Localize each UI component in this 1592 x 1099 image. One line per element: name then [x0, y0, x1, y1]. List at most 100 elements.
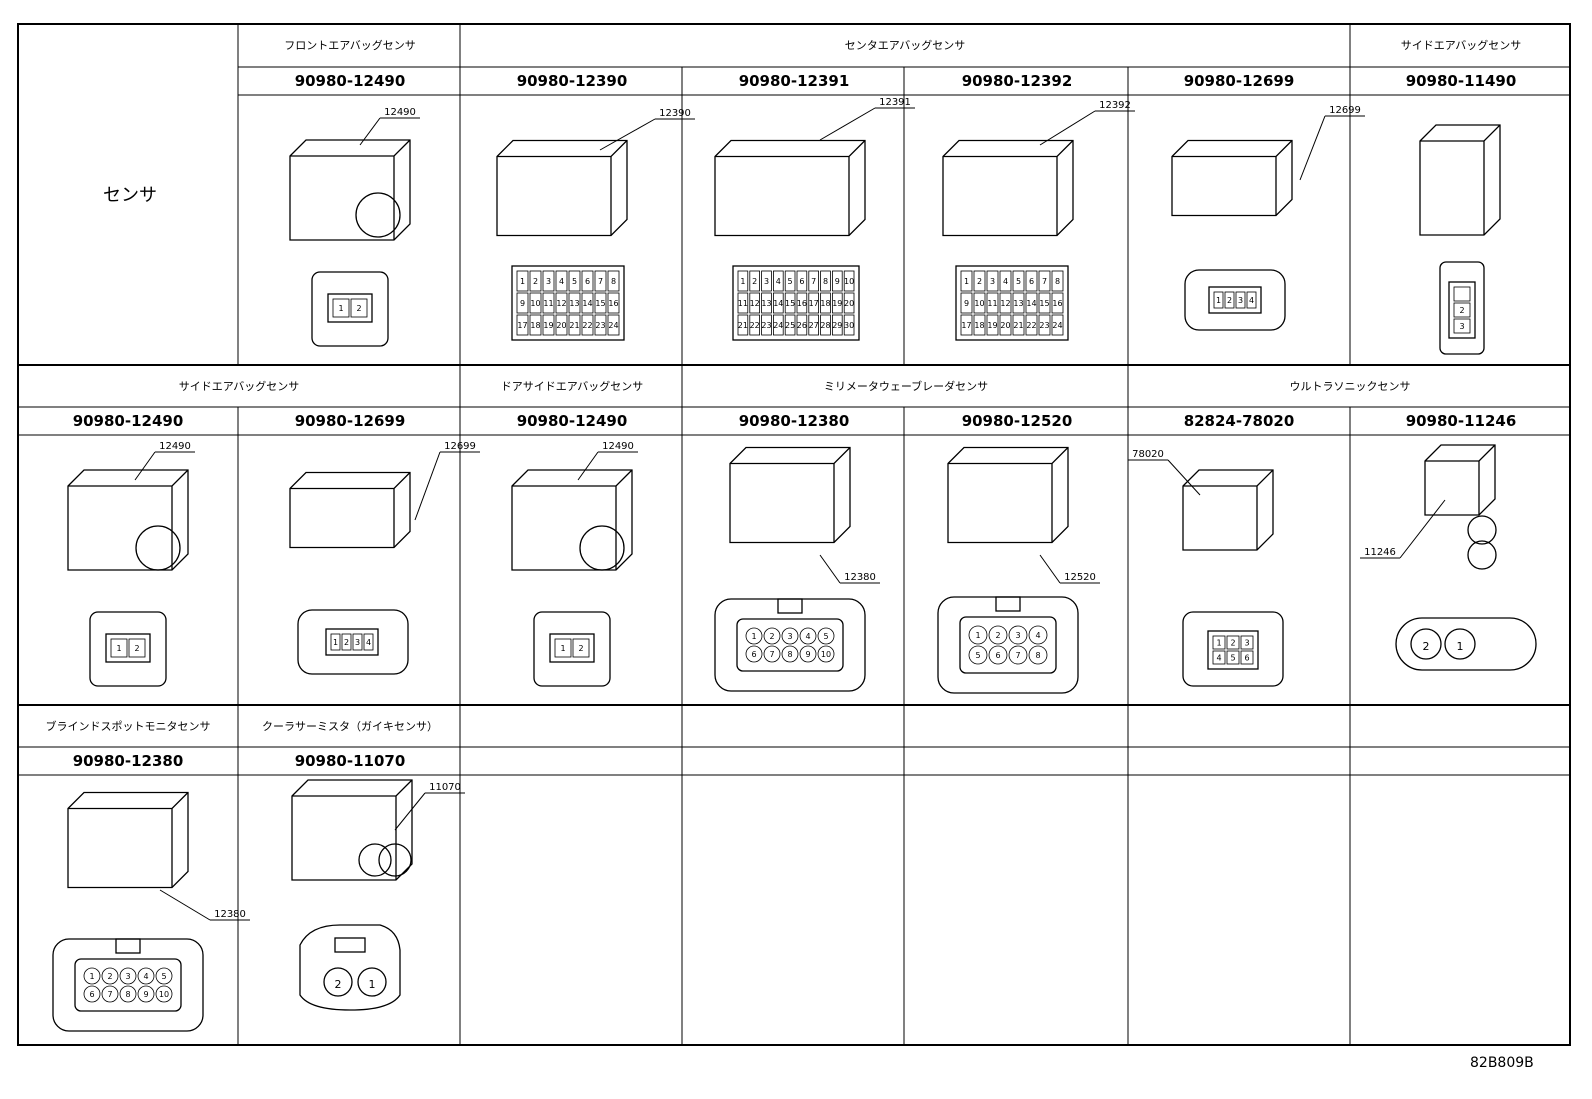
pin-cavity [781, 645, 799, 663]
callout-label: 12380 [214, 909, 246, 920]
header-cooler-thermistor: クーラサーミスタ（ガイキセンサ） [262, 720, 438, 733]
pin-number: 15 [785, 299, 795, 308]
pin-cavity [799, 645, 817, 663]
connector-bore [1467, 515, 1497, 545]
pin-number: 9 [805, 650, 810, 659]
pin-cavity [572, 638, 590, 658]
connector-body-12490-b [67, 469, 189, 571]
pin-cavity [1444, 628, 1476, 660]
pin-cavity [808, 292, 819, 314]
pin-cavity [986, 270, 999, 292]
face-housing [1182, 611, 1284, 687]
pin-number: 7 [1042, 277, 1047, 286]
pin-cavity [357, 967, 387, 997]
pin-number: 4 [1035, 631, 1040, 640]
pin-number: 5 [572, 277, 577, 286]
corner-label: センサ [103, 185, 157, 206]
callout-label: 12699 [1329, 105, 1361, 116]
pin-cavity [784, 270, 796, 292]
callout-label: 12391 [879, 97, 911, 108]
pin-number: 4 [805, 632, 810, 641]
pin-cavity [607, 270, 620, 292]
pin-cavity [784, 292, 796, 314]
pin-number: 22 [1026, 321, 1036, 330]
pin-number: 1 [89, 972, 94, 981]
pin-number: 2 [134, 644, 139, 653]
body-outline [942, 139, 1074, 237]
pin-number: 17 [961, 321, 971, 330]
pin-cavity [784, 314, 796, 336]
pin-cavity [820, 314, 831, 336]
callout-11246: 11246 [1360, 499, 1446, 559]
body-edges [943, 140, 1074, 236]
pin-number: 11 [987, 299, 997, 308]
pin-cavity [1025, 314, 1038, 336]
header-center-airbag-sensor: センタエアバッグセンサ [845, 38, 966, 52]
connector-face-outline [325, 628, 379, 656]
body-outline [1171, 139, 1293, 217]
body-edges [715, 140, 866, 236]
pin-number: 28 [820, 321, 830, 330]
pin-cavity [761, 314, 772, 336]
pin-cavity [119, 985, 137, 1003]
pin-number: 2 [344, 638, 349, 647]
connector-face-outline [1207, 630, 1259, 670]
pin-cavity [1025, 292, 1038, 314]
body-edges [1172, 140, 1293, 216]
pin-cavity [843, 270, 855, 292]
pin-cavity [763, 627, 781, 645]
pin-cavity [773, 314, 784, 336]
part-number: 90980-11246 [1406, 412, 1517, 430]
pin-number: 2 [752, 277, 757, 286]
pin-cavity [155, 967, 173, 985]
callout-12699: 12699 [1299, 105, 1365, 181]
pin-cavity [568, 314, 581, 336]
pin-cavity [1051, 314, 1064, 336]
pin-number: 6 [1244, 654, 1249, 663]
body-edges [1420, 124, 1501, 235]
callout-label: 12490 [384, 107, 416, 118]
callout-label: 12392 [1099, 100, 1131, 111]
connector-body-11070 [291, 779, 413, 881]
header-side-airbag-sensor: サイドエアバッグセンサ [1401, 38, 1522, 52]
pin-number: 16 [608, 299, 618, 308]
pin-number: 13 [761, 299, 771, 308]
pin-number: 1 [560, 644, 565, 653]
pin-cavity [737, 270, 749, 292]
pin-number: 13 [569, 299, 579, 308]
pin-cavity [594, 270, 607, 292]
pin-cavity [799, 627, 817, 645]
pin-cavity [737, 292, 749, 314]
pin-number: 12 [556, 299, 566, 308]
pin-number: 30 [844, 321, 854, 330]
pin-cavity [332, 298, 350, 318]
pin-number: 3 [1238, 296, 1243, 305]
latch [115, 938, 141, 954]
callout-leader [819, 107, 876, 141]
latch [777, 598, 803, 614]
pin-cavity [1226, 650, 1240, 665]
pin-cavity [516, 270, 529, 292]
pin-number: 1 [975, 631, 980, 640]
pin-cavity [973, 270, 986, 292]
table-grid [17, 23, 1571, 1046]
pin-number: 7 [107, 990, 112, 999]
pin-number: 2 [1423, 640, 1430, 653]
callout-12392: 12392 [1039, 100, 1135, 146]
pin-cavity [529, 314, 542, 336]
connector-bore [579, 525, 625, 571]
pin-number: 3 [787, 632, 792, 641]
pin-number: 8 [1035, 651, 1040, 660]
pin-number: 6 [799, 277, 804, 286]
pin-cavity [155, 985, 173, 1003]
callout-leader [819, 554, 841, 584]
header-door-side-airbag-sensor: ドアサイドエアバッグセンサ [501, 379, 644, 393]
pin-cavity [817, 645, 835, 663]
pin-cavity [581, 270, 594, 292]
pin-number: 7 [769, 650, 774, 659]
callout-leader [1167, 459, 1201, 496]
